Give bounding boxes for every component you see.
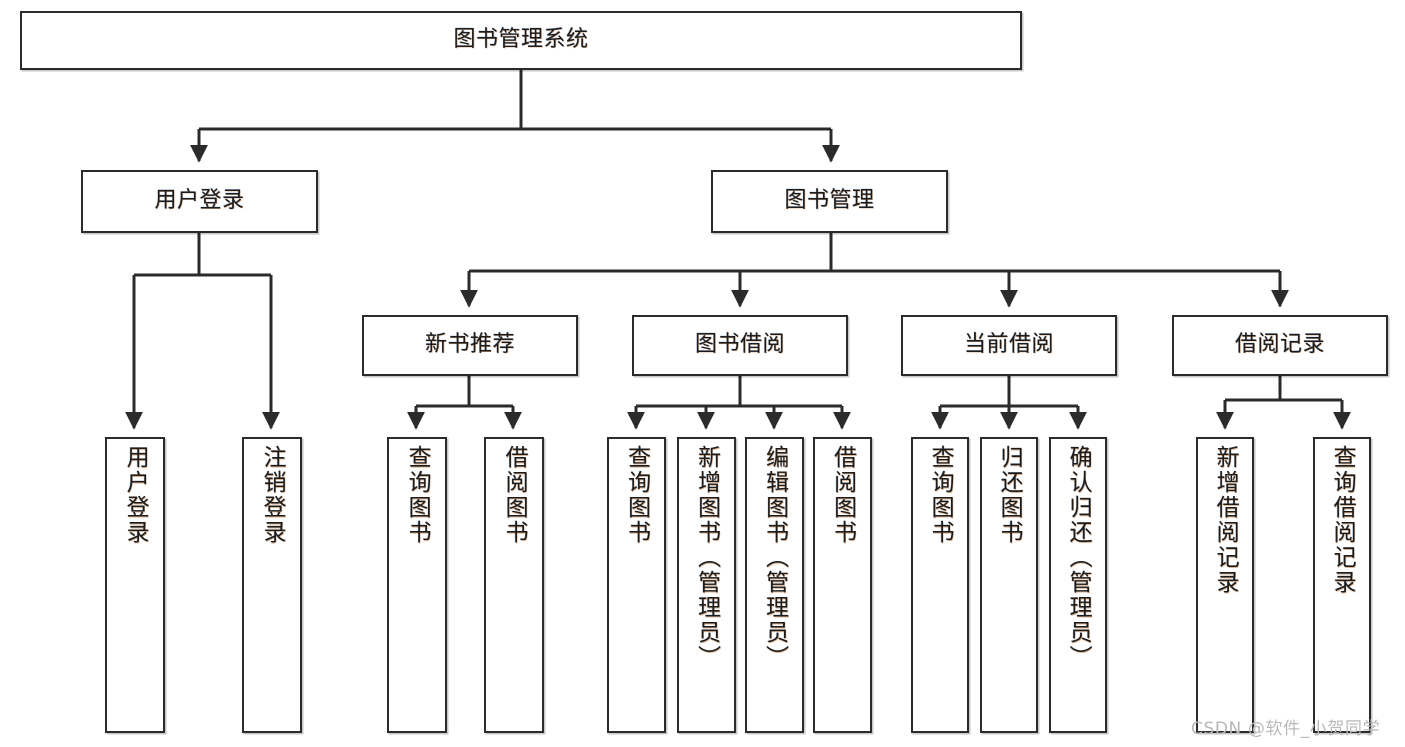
node-leaf-newbook-borrow[interactable]: 借阅图书 bbox=[484, 437, 544, 733]
node-leaf-newbook-query[interactable]: 查询图书 bbox=[387, 437, 447, 733]
node-leaf-user-logout[interactable]: 注销登录 bbox=[242, 437, 302, 733]
node-new-book-recommend[interactable]: 新书推荐 bbox=[362, 315, 578, 376]
node-leaf-borrow-edit-label: 编辑图书（管理员） bbox=[761, 445, 788, 670]
node-leaf-borrow-add-label: 新增图书（管理员） bbox=[693, 445, 720, 670]
node-leaf-record-add-label: 新增借阅记录 bbox=[1212, 445, 1239, 595]
node-leaf-user-login-label: 用户登录 bbox=[122, 445, 149, 545]
node-leaf-borrow-query[interactable]: 查询图书 bbox=[607, 437, 666, 733]
node-leaf-current-confirm[interactable]: 确认归还（管理员） bbox=[1049, 437, 1107, 733]
node-leaf-record-query[interactable]: 查询借阅记录 bbox=[1313, 437, 1371, 733]
node-leaf-current-confirm-label: 确认归还（管理员） bbox=[1065, 445, 1092, 670]
csdn-watermark: CSDN @软件_小贺同学 bbox=[1191, 719, 1381, 739]
node-leaf-user-login[interactable]: 用户登录 bbox=[105, 437, 165, 733]
node-leaf-borrow-lend-label: 借阅图书 bbox=[829, 445, 856, 545]
node-leaf-record-query-label: 查询借阅记录 bbox=[1329, 445, 1356, 595]
node-user-login[interactable]: 用户登录 bbox=[81, 170, 318, 233]
node-leaf-newbook-query-label: 查询图书 bbox=[404, 445, 431, 545]
node-borrow-record-label: 借阅记录 bbox=[1234, 332, 1325, 358]
node-leaf-borrow-query-label: 查询图书 bbox=[623, 445, 650, 545]
node-current-borrow-label: 当前借阅 bbox=[963, 332, 1054, 358]
node-book-borrow-label: 图书借阅 bbox=[694, 332, 785, 358]
node-leaf-current-query-label: 查询图书 bbox=[927, 445, 954, 545]
node-leaf-current-query[interactable]: 查询图书 bbox=[911, 437, 969, 733]
node-book-borrow[interactable]: 图书借阅 bbox=[632, 315, 848, 376]
node-leaf-borrow-edit[interactable]: 编辑图书（管理员） bbox=[745, 437, 804, 733]
node-root-label: 图书管理系统 bbox=[453, 27, 589, 53]
node-new-book-recommend-label: 新书推荐 bbox=[424, 332, 515, 358]
node-book-management[interactable]: 图书管理 bbox=[711, 170, 948, 233]
node-leaf-borrow-add[interactable]: 新增图书（管理员） bbox=[677, 437, 736, 733]
node-borrow-record[interactable]: 借阅记录 bbox=[1172, 315, 1388, 376]
node-leaf-newbook-borrow-label: 借阅图书 bbox=[501, 445, 528, 545]
node-leaf-borrow-lend[interactable]: 借阅图书 bbox=[813, 437, 872, 733]
node-user-login-label: 用户登录 bbox=[154, 188, 245, 214]
node-leaf-user-logout-label: 注销登录 bbox=[259, 445, 286, 545]
node-leaf-current-return[interactable]: 归还图书 bbox=[980, 437, 1038, 733]
node-root[interactable]: 图书管理系统 bbox=[20, 11, 1022, 70]
node-leaf-current-return-label: 归还图书 bbox=[996, 445, 1023, 545]
node-book-management-label: 图书管理 bbox=[784, 188, 875, 214]
node-leaf-record-add[interactable]: 新增借阅记录 bbox=[1196, 437, 1254, 733]
node-current-borrow[interactable]: 当前借阅 bbox=[901, 315, 1117, 376]
